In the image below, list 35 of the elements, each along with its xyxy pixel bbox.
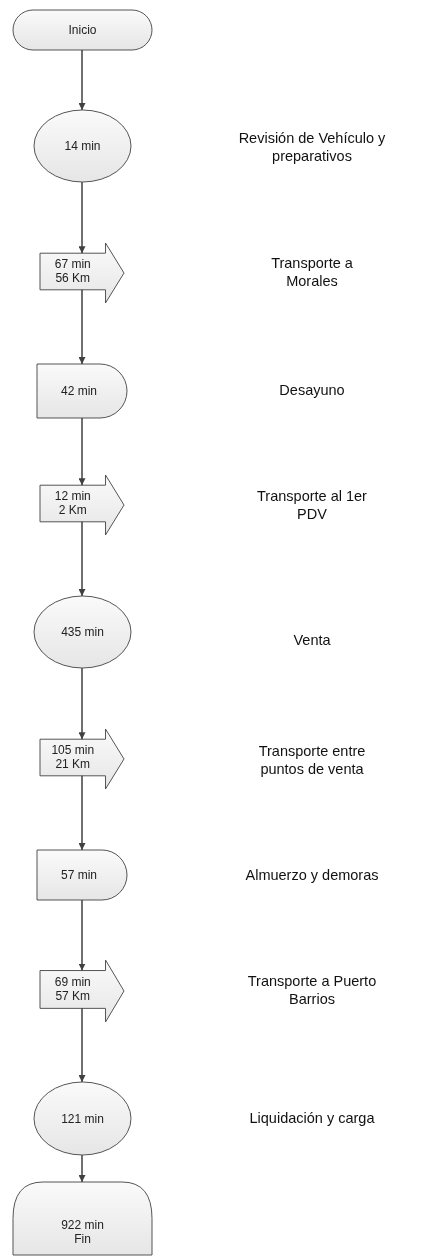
node-label: 435 min (61, 625, 104, 639)
arrow (78, 417, 86, 486)
step-description: Transporte a Puerto Barrios (246, 972, 378, 1008)
arrow (78, 181, 86, 254)
arrow (78, 899, 86, 972)
node-label: 121 min (61, 1111, 104, 1126)
arrow (78, 49, 86, 111)
node-label: 14 min (64, 139, 101, 153)
step-description: Liquidación y carga (248, 1109, 376, 1127)
step-description: Transporte a Morales (270, 254, 354, 290)
node-label: 56 Km (55, 271, 91, 286)
node-label: Fin (74, 1232, 91, 1247)
node-label: 57 min (61, 868, 97, 882)
arrow (78, 1007, 86, 1083)
node-label: 57 Km (55, 989, 91, 1004)
arrow (78, 1154, 86, 1183)
arrow (78, 775, 86, 851)
step-description: Revisión de Vehículo y preparativos (237, 129, 387, 165)
arrow (78, 667, 86, 740)
node-label: 21 Km (55, 757, 91, 772)
step-description: Transporte al 1er PDV (256, 487, 368, 523)
node-label: 67 min (54, 257, 91, 272)
node-label: 42 min (61, 384, 97, 398)
node-label: 922 min (61, 1218, 104, 1233)
node-label: 2 Km (58, 503, 87, 518)
arrow (78, 289, 86, 365)
arrow (78, 521, 86, 597)
node-label: 12 min (54, 489, 91, 504)
node-label: 105 min (51, 743, 95, 758)
step-description: Almuerzo y demoras (244, 866, 380, 884)
step-description: Desayuno (278, 381, 346, 399)
step-description: Transporte entre puntos de venta (257, 742, 367, 778)
step-description: Venta (292, 631, 332, 649)
node-label: 69 min (54, 975, 91, 990)
node-label: Inicio (68, 23, 97, 37)
